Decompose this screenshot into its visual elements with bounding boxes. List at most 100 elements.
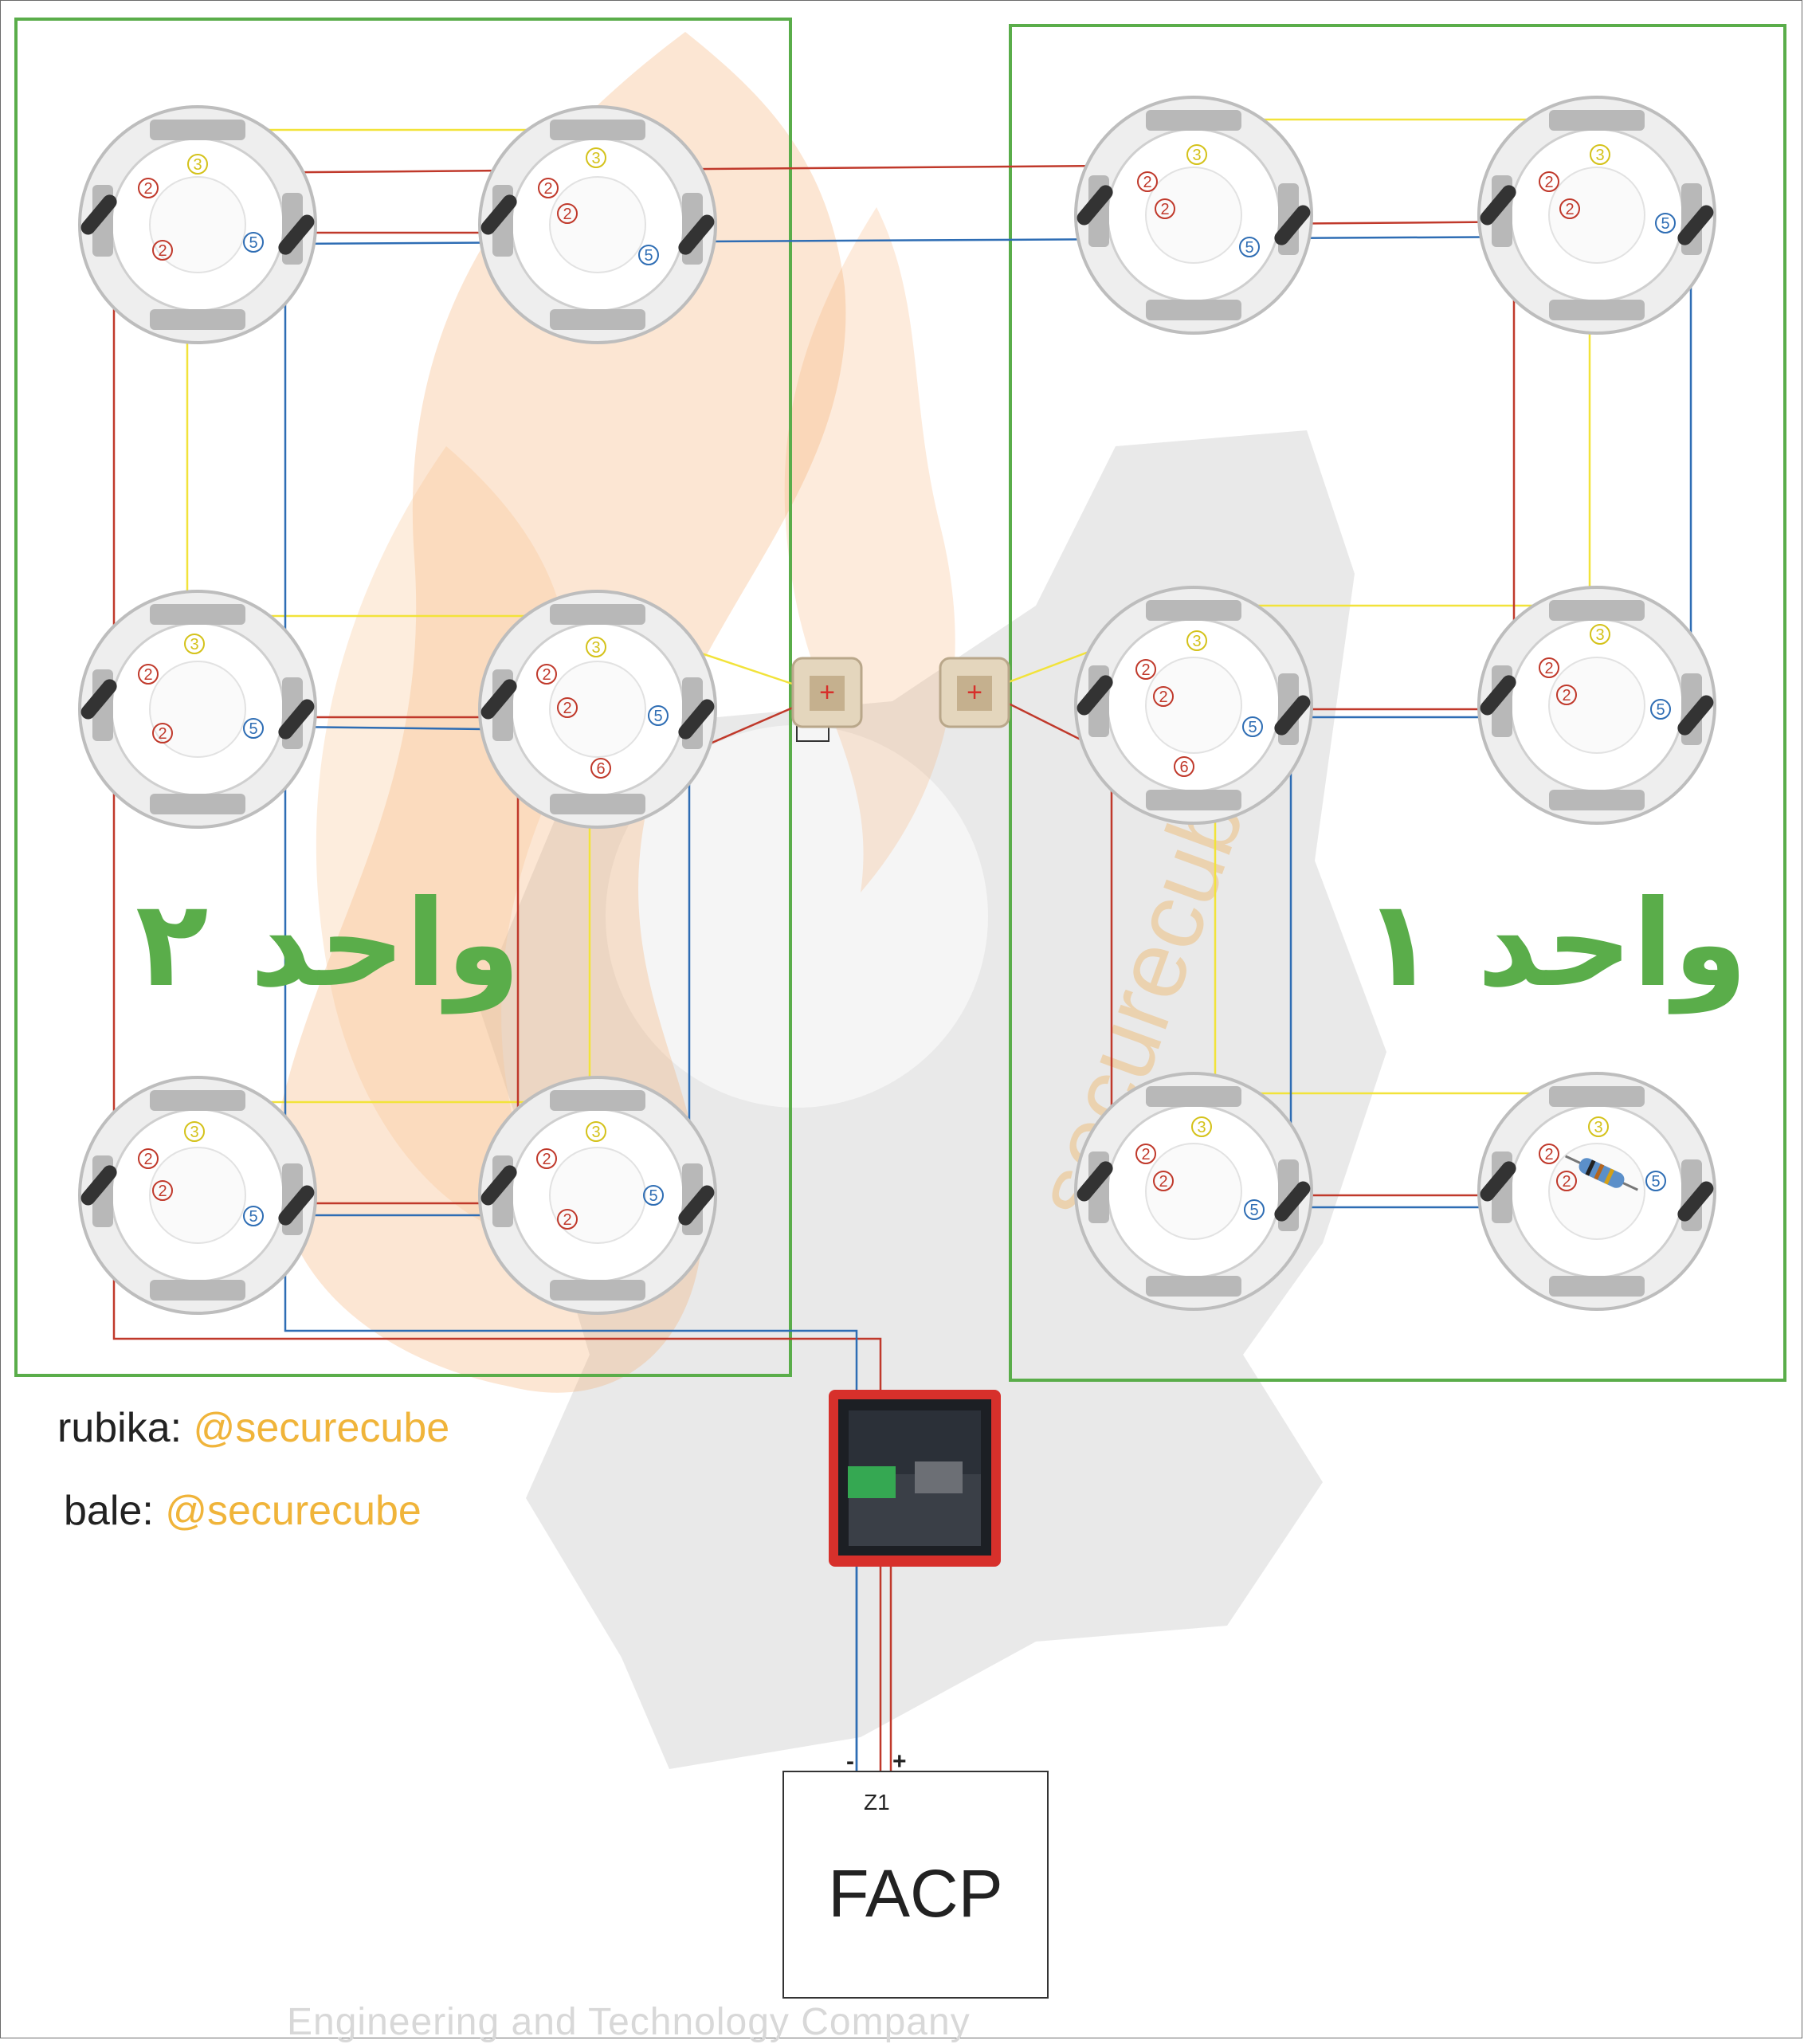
svg-text:3: 3 [1192,633,1201,650]
svg-text:3: 3 [591,1124,600,1141]
svg-text:2: 2 [1159,689,1167,706]
svg-text:5: 5 [249,720,257,738]
terminal-2-label: 2 [536,664,557,685]
terminal-3-label: 3 [586,147,606,168]
svg-text:5: 5 [1661,215,1669,233]
terminal-6-label: 6 [1174,756,1194,777]
unit-1-frame [1009,24,1786,1382]
terminal-2-label: 2 [138,178,159,198]
terminal-2-label: 2 [1153,686,1174,707]
facp-label: FACP [828,1856,1003,1931]
svg-text:2: 2 [1565,201,1574,218]
svg-text:+: + [819,677,835,708]
svg-text:3: 3 [1594,1119,1602,1136]
svg-text:2: 2 [1562,687,1571,704]
terminal-2-label: 2 [557,697,578,718]
resistor-icon [1565,1155,1638,1191]
terminal-2-label: 2 [1539,171,1559,192]
terminal-2-label: 2 [536,1148,557,1169]
facp-negative-label: - [846,1748,854,1775]
svg-text:3: 3 [193,156,202,174]
facp-positive-label: + [892,1748,907,1775]
svg-text:2: 2 [563,206,571,223]
terminal-5-label: 5 [648,705,669,726]
terminal-2-label: 2 [1137,171,1158,192]
terminal-3-label: 3 [1590,624,1610,645]
svg-text:2: 2 [158,1183,167,1200]
junction-box-icon: + [939,657,1010,728]
facp-panel: Z1 FACP [782,1771,1049,1999]
terminal-3-label: 3 [586,1121,606,1142]
terminal-5-label: 5 [643,1185,664,1206]
terminal-2-label: 2 [1135,659,1156,680]
svg-text:5: 5 [649,1187,657,1205]
zone-label: Z1 [864,1790,890,1814]
unit-1-label: واحد ۱ [1363,875,1748,1014]
terminal-2-label: 2 [152,240,173,261]
terminal-2-label: 2 [1556,1171,1577,1191]
terminal-5-label: 5 [1242,716,1263,737]
svg-text:2: 2 [143,666,152,684]
terminal-3-label: 3 [1191,1116,1212,1137]
terminal-2-label: 2 [1556,685,1577,705]
svg-text:5: 5 [1651,1173,1660,1191]
unit-2-frame [14,18,792,1377]
svg-text:2: 2 [542,666,551,684]
terminal-5-label: 5 [1645,1171,1666,1191]
end-of-line-module-icon [829,1390,1001,1567]
svg-text:2: 2 [1143,174,1151,191]
terminal-5-label: 5 [1239,237,1260,257]
terminal-5-label: 5 [1650,699,1671,720]
social-platform: bale: [64,1488,154,1534]
terminal-2-label: 2 [1539,657,1559,678]
terminal-3-label: 3 [586,637,606,657]
terminal-5-label: 5 [1244,1199,1265,1220]
svg-text:5: 5 [1249,1202,1258,1219]
social-handle[interactable]: @securecube [165,1488,422,1534]
svg-text:6: 6 [596,760,605,778]
svg-text:2: 2 [542,1151,551,1168]
svg-text:2: 2 [158,242,167,260]
terminal-2-label: 2 [1155,198,1175,219]
terminal-2-label: 2 [138,664,159,685]
svg-text:5: 5 [1248,719,1257,736]
terminal-2-label: 2 [557,203,578,224]
svg-text:3: 3 [1595,147,1604,164]
svg-text:3: 3 [1595,626,1604,644]
svg-text:5: 5 [249,234,257,252]
svg-text:3: 3 [190,1124,198,1141]
terminal-2-label: 2 [1539,1144,1559,1164]
svg-text:2: 2 [1544,174,1553,191]
terminal-6-label: 6 [590,758,611,779]
svg-text:2: 2 [143,1151,152,1168]
terminal-3-label: 3 [1588,1116,1609,1137]
terminal-2-label: 2 [1559,198,1580,219]
svg-text:2: 2 [1544,1146,1553,1163]
svg-text:3: 3 [190,636,198,653]
terminal-3-label: 3 [1186,630,1207,651]
terminal-2-label: 2 [557,1209,578,1230]
svg-text:2: 2 [543,180,552,198]
svg-text:6: 6 [1179,759,1188,776]
svg-text:2: 2 [1562,1173,1571,1191]
terminal-3-label: 3 [184,1121,205,1142]
terminal-2-label: 2 [1135,1144,1156,1164]
terminal-5-label: 5 [243,232,264,253]
social-bale: bale: @securecube [64,1487,422,1535]
svg-text:3: 3 [591,639,600,657]
unit-2-label: واحد ۲ [135,875,521,1014]
footer-watermark: Engineering and Technology Company [287,2001,971,2043]
svg-text:5: 5 [249,1208,257,1226]
svg-text:2: 2 [1159,1173,1167,1191]
social-handle[interactable]: @securecube [193,1405,450,1451]
terminal-3-label: 3 [1590,144,1610,165]
svg-text:2: 2 [158,725,167,743]
terminal-5-label: 5 [1655,213,1676,233]
svg-text:5: 5 [653,708,662,725]
svg-text:5: 5 [644,247,653,265]
